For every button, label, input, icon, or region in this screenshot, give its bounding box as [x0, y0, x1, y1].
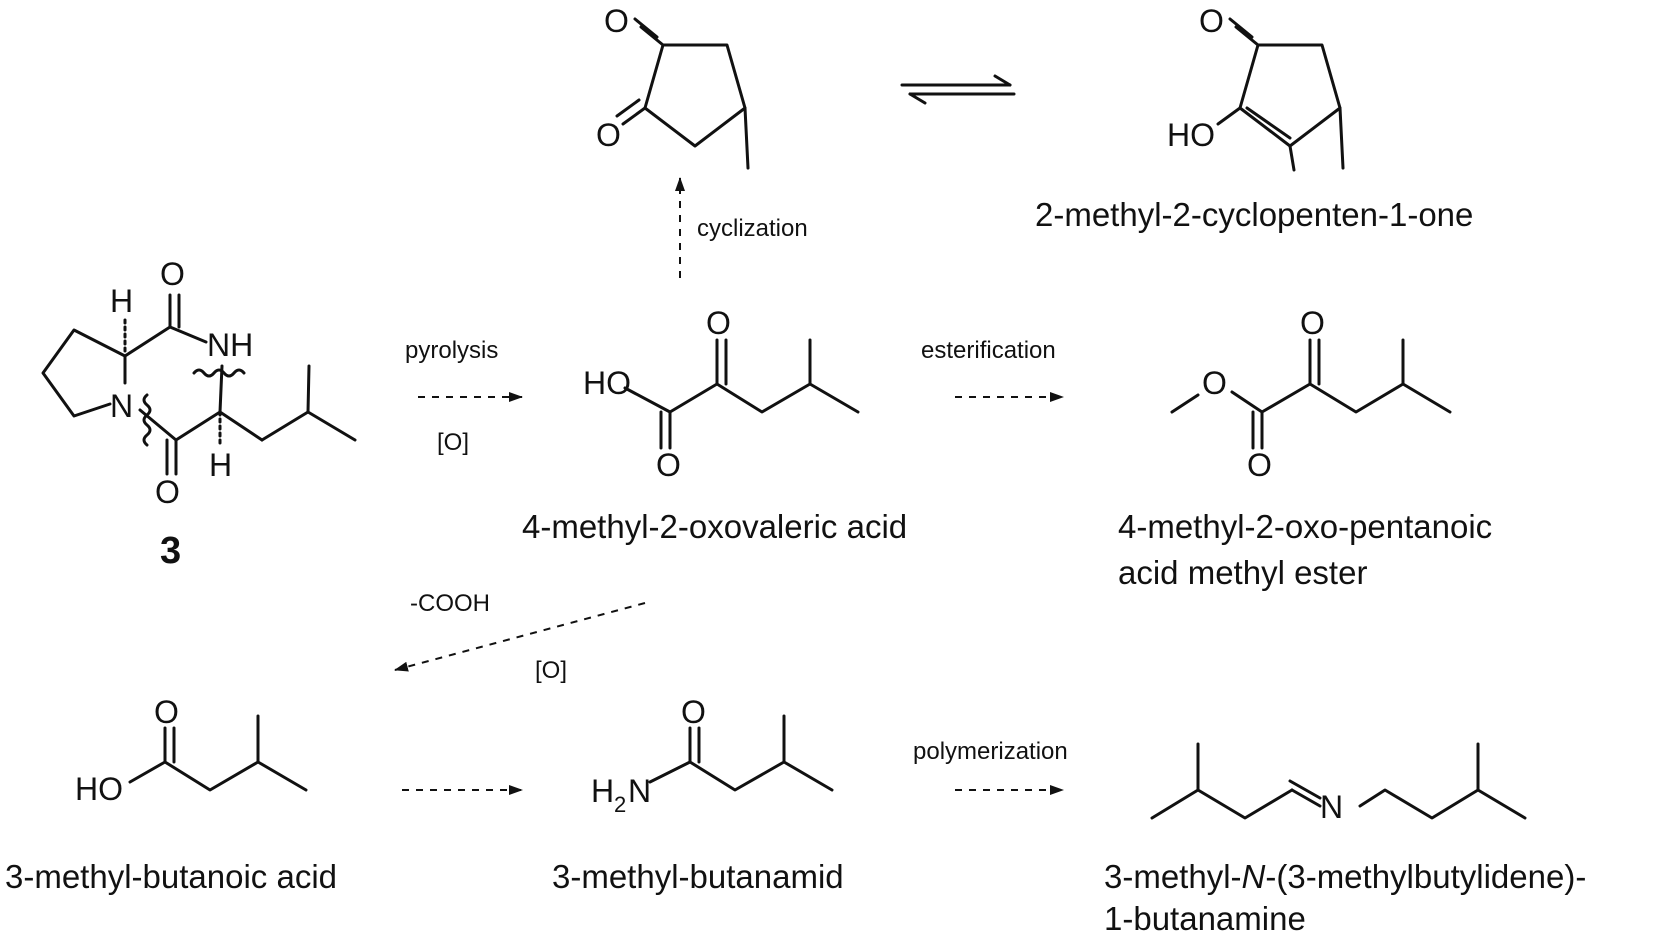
- cyclopentenone-structure: O HO: [1167, 3, 1345, 172]
- ester-name-line2: acid methyl ester: [1118, 554, 1367, 591]
- compound-3-o-bottom: O: [155, 474, 180, 510]
- ester-o-top: O: [1300, 305, 1325, 341]
- cyclopentenone-name: 2-methyl-2-cyclopenten-1-one: [1035, 196, 1473, 233]
- butanoic-ho: HO: [75, 771, 123, 807]
- imine-name-italic: N: [1242, 858, 1266, 895]
- imine-name-line1: 3-methyl-N-(3-methylbutylidene)-: [1104, 858, 1586, 895]
- imine-name-line2: 1-butanamine: [1104, 900, 1306, 937]
- compound-3-h-bottom: H: [209, 447, 232, 483]
- oxovaleric-o-bottom: O: [656, 447, 681, 483]
- dione-structure: O O: [596, 3, 750, 170]
- compound-3-label: 3: [160, 530, 181, 572]
- butanoic-structure: HO O: [75, 694, 308, 807]
- oxovaleric-name: 4-methyl-2-oxovaleric acid: [522, 508, 907, 545]
- butanamid-structure: H 2 N O: [591, 694, 834, 817]
- cyclization-label: cyclization: [697, 215, 808, 242]
- butanoic-o: O: [154, 694, 179, 730]
- cyclopentenone-ho: HO: [1167, 117, 1215, 153]
- oxovaleric-structure: HO O O: [583, 305, 860, 483]
- compound-3-h-top: H: [110, 283, 133, 319]
- butanamid-n: N: [628, 773, 651, 809]
- equilibrium-arrow: [900, 74, 1016, 105]
- pyrolysis-label: pyrolysis: [405, 337, 498, 364]
- butanamid-name: 3-methyl-butanamid: [552, 858, 844, 895]
- butanoic-name: 3-methyl-butanoic acid: [5, 858, 337, 895]
- ester-o-ether: O: [1202, 365, 1227, 401]
- decarboxylation-label: -COOH: [410, 590, 490, 617]
- dione-o2: O: [596, 117, 621, 153]
- oxovaleric-ho: HO: [583, 365, 631, 401]
- imine-structure: N: [1150, 742, 1527, 825]
- oxidation-label-1: [O]: [437, 429, 469, 456]
- ester-o-bottom: O: [1247, 447, 1272, 483]
- imine-name-part1: 3-methyl-: [1104, 858, 1242, 895]
- compound-3-o-top: O: [160, 256, 185, 292]
- dione-o1: O: [604, 3, 629, 39]
- ester-structure: O O O: [1170, 305, 1452, 483]
- imine-name-part2: -(3-methylbutylidene)-: [1265, 858, 1586, 895]
- esterification-label: esterification: [921, 337, 1056, 364]
- compound-3-n: N: [110, 388, 133, 424]
- cyclopentenone-o: O: [1199, 3, 1224, 39]
- imine-n: N: [1320, 789, 1343, 825]
- oxovaleric-o-top: O: [706, 305, 731, 341]
- compound-3-structure: H O NH N H O: [41, 256, 357, 510]
- butanamid-o: O: [681, 694, 706, 730]
- butanamid-sub2: 2: [614, 792, 626, 817]
- polymerization-label: polymerization: [913, 738, 1068, 765]
- compound-3-nh: NH: [207, 327, 253, 363]
- decarboxylation-arrow: [394, 602, 646, 672]
- oxidation-label-2: [O]: [535, 657, 567, 684]
- ester-name-line1: 4-methyl-2-oxo-pentanoic: [1118, 508, 1492, 545]
- butanamid-h: H: [591, 773, 614, 809]
